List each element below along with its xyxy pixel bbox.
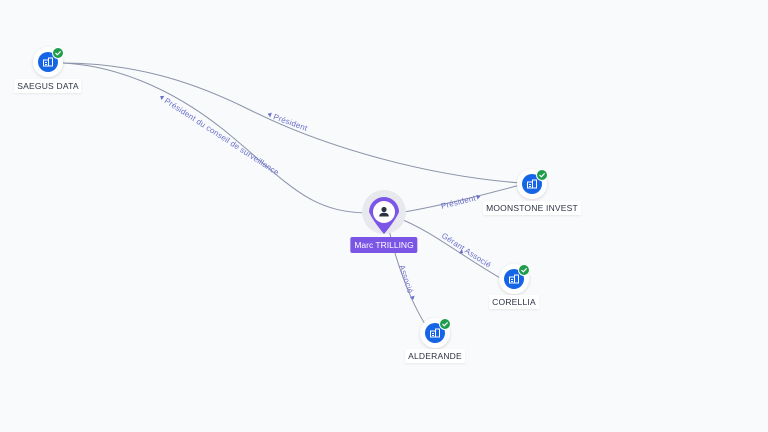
svg-text:Président: Président [440,193,477,210]
person-name-label[interactable]: Marc TRILLING [350,237,418,253]
edge-moonstone-saegus [61,62,521,184]
arrow-icon [267,112,272,118]
verified-check-icon [439,318,451,330]
svg-text:Président: Président [272,112,309,133]
arrow-icon [409,295,415,300]
edge-label-person-saegus: Président du conseil de surveillance [160,95,281,177]
edge-label-moonstone-saegus: Président [267,112,309,133]
building-icon [430,328,440,338]
person-node[interactable] [362,190,406,234]
company-node-corellia[interactable] [499,264,530,294]
building-icon [509,274,519,284]
edge-person-corellia [397,217,503,280]
edge-label-person-moonstone: Président [440,193,481,211]
building-icon [43,57,53,67]
verified-check-icon [518,264,530,276]
company-label-saegus[interactable]: SAEGUS DATA [14,79,82,93]
edge-label-person-corellia: Gérant Associé [440,231,493,270]
verified-check-icon [52,47,64,59]
company-node-alderande[interactable] [420,318,451,348]
company-label-moonstone[interactable]: MOONSTONE INVEST [483,201,581,215]
company-node-saegus[interactable] [33,47,64,77]
company-label-corellia[interactable]: CORELLIA [489,295,539,309]
verified-check-icon [536,169,548,181]
edge-person-alderande [387,224,426,325]
svg-text:Président du conseil de survei: Président du conseil de surveillance [163,96,281,177]
svg-text:Associé: Associé [397,264,415,295]
building-icon [527,179,537,189]
company-node-moonstone[interactable] [517,169,548,199]
person-icon [379,206,389,217]
arrow-icon [160,95,165,101]
arrow-icon [458,249,464,254]
arrow-icon [476,194,481,200]
svg-text:Gérant Associé: Gérant Associé [440,231,493,270]
edge-label-person-alderande: Associé [397,264,415,300]
edge-person-moonstone [397,184,521,214]
edge-person-saegus [61,62,371,214]
company-label-alderande[interactable]: ALDERANDE [405,349,465,363]
